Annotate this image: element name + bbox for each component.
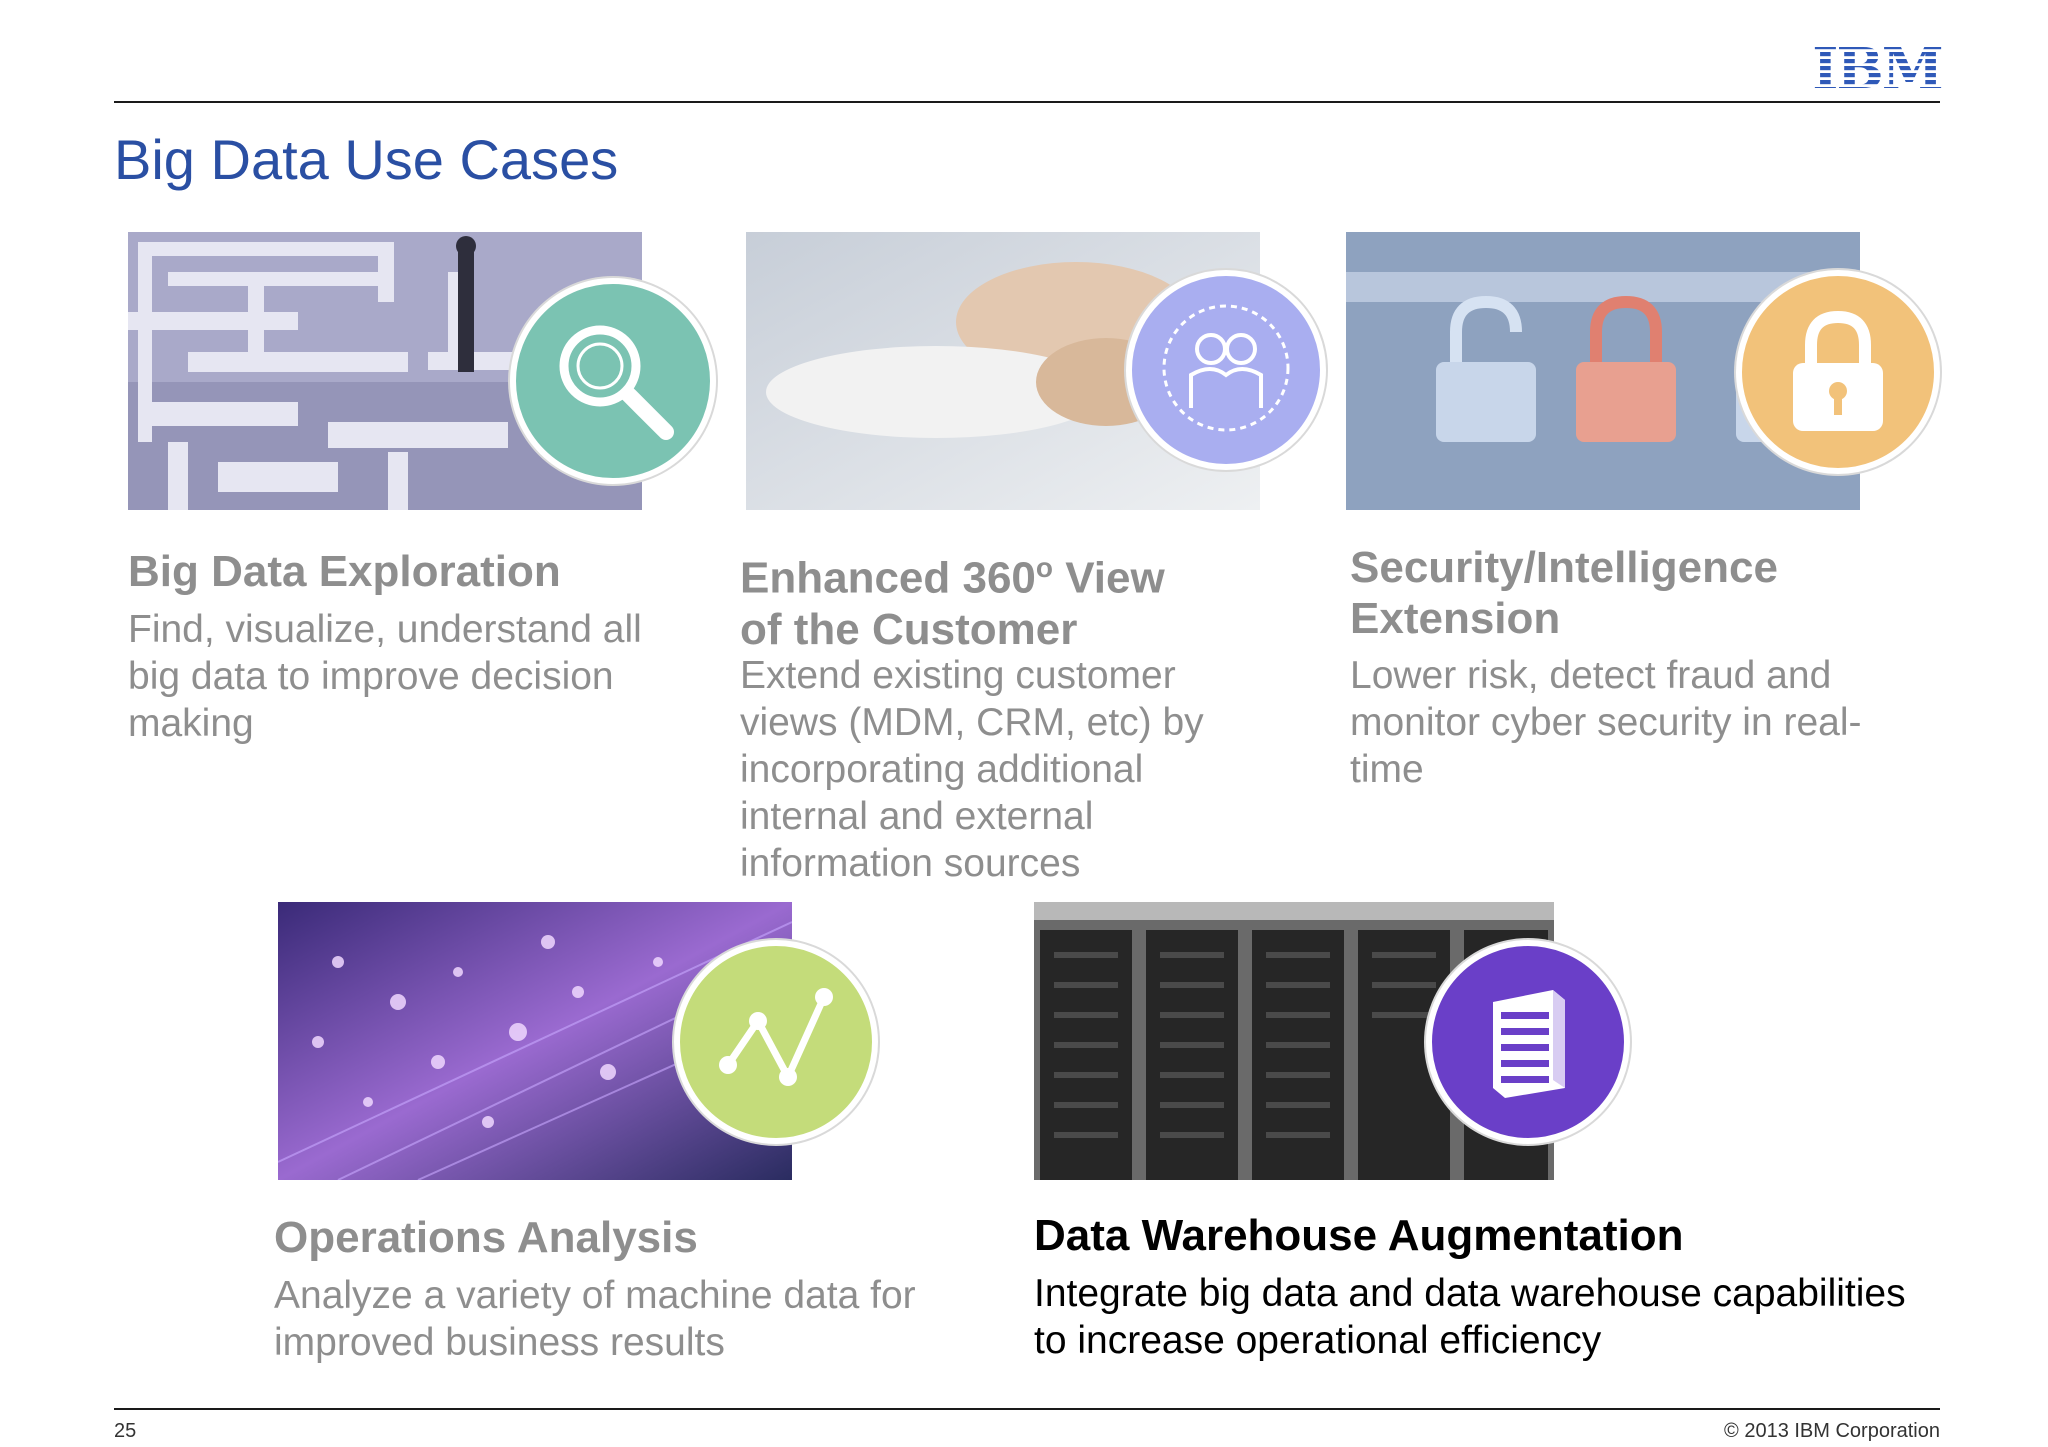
use-case-description: Find, visualize, understand all big data…: [128, 608, 642, 745]
magnifier-icon: [548, 314, 678, 449]
svg-text:IBM: IBM: [1812, 38, 1942, 94]
handshake-image: [746, 232, 1260, 510]
security-badge: [1736, 270, 1940, 474]
copyright: © 2013 IBM Corporation: [1724, 1420, 1940, 1442]
exploration-badge: [510, 278, 716, 484]
line-graph-icon: [716, 985, 836, 1100]
header-rule: [114, 101, 1940, 103]
use-case-title: Operations Analysis: [274, 1213, 698, 1262]
use-case-description: Integrate big data and data warehouse ca…: [1034, 1272, 1906, 1362]
use-case-title: Big Data Exploration: [128, 547, 561, 596]
warehouse-badge: [1426, 940, 1630, 1144]
use-case-title: Data Warehouse Augmentation: [1034, 1211, 1684, 1260]
slide-title: Big Data Use Cases: [114, 128, 619, 191]
customer-360-icon: [1151, 293, 1301, 448]
page-number: 25: [114, 1420, 137, 1442]
footer-rule: [114, 1408, 1940, 1410]
ibm-logo: IBM: [1812, 36, 1944, 102]
padlocks-image: [1346, 232, 1860, 510]
use-case-description: Extend existing customer views (MDM, CRM…: [740, 654, 1204, 885]
use-case-description: Lower risk, detect fraud and monitor cyb…: [1350, 654, 1862, 791]
use-case-description: Analyze a variety of machine data for im…: [274, 1274, 916, 1364]
data-warehouse-icon: [1473, 980, 1583, 1105]
operations-badge: [674, 940, 878, 1144]
customer-badge: [1126, 270, 1326, 470]
padlock-icon: [1783, 305, 1893, 440]
